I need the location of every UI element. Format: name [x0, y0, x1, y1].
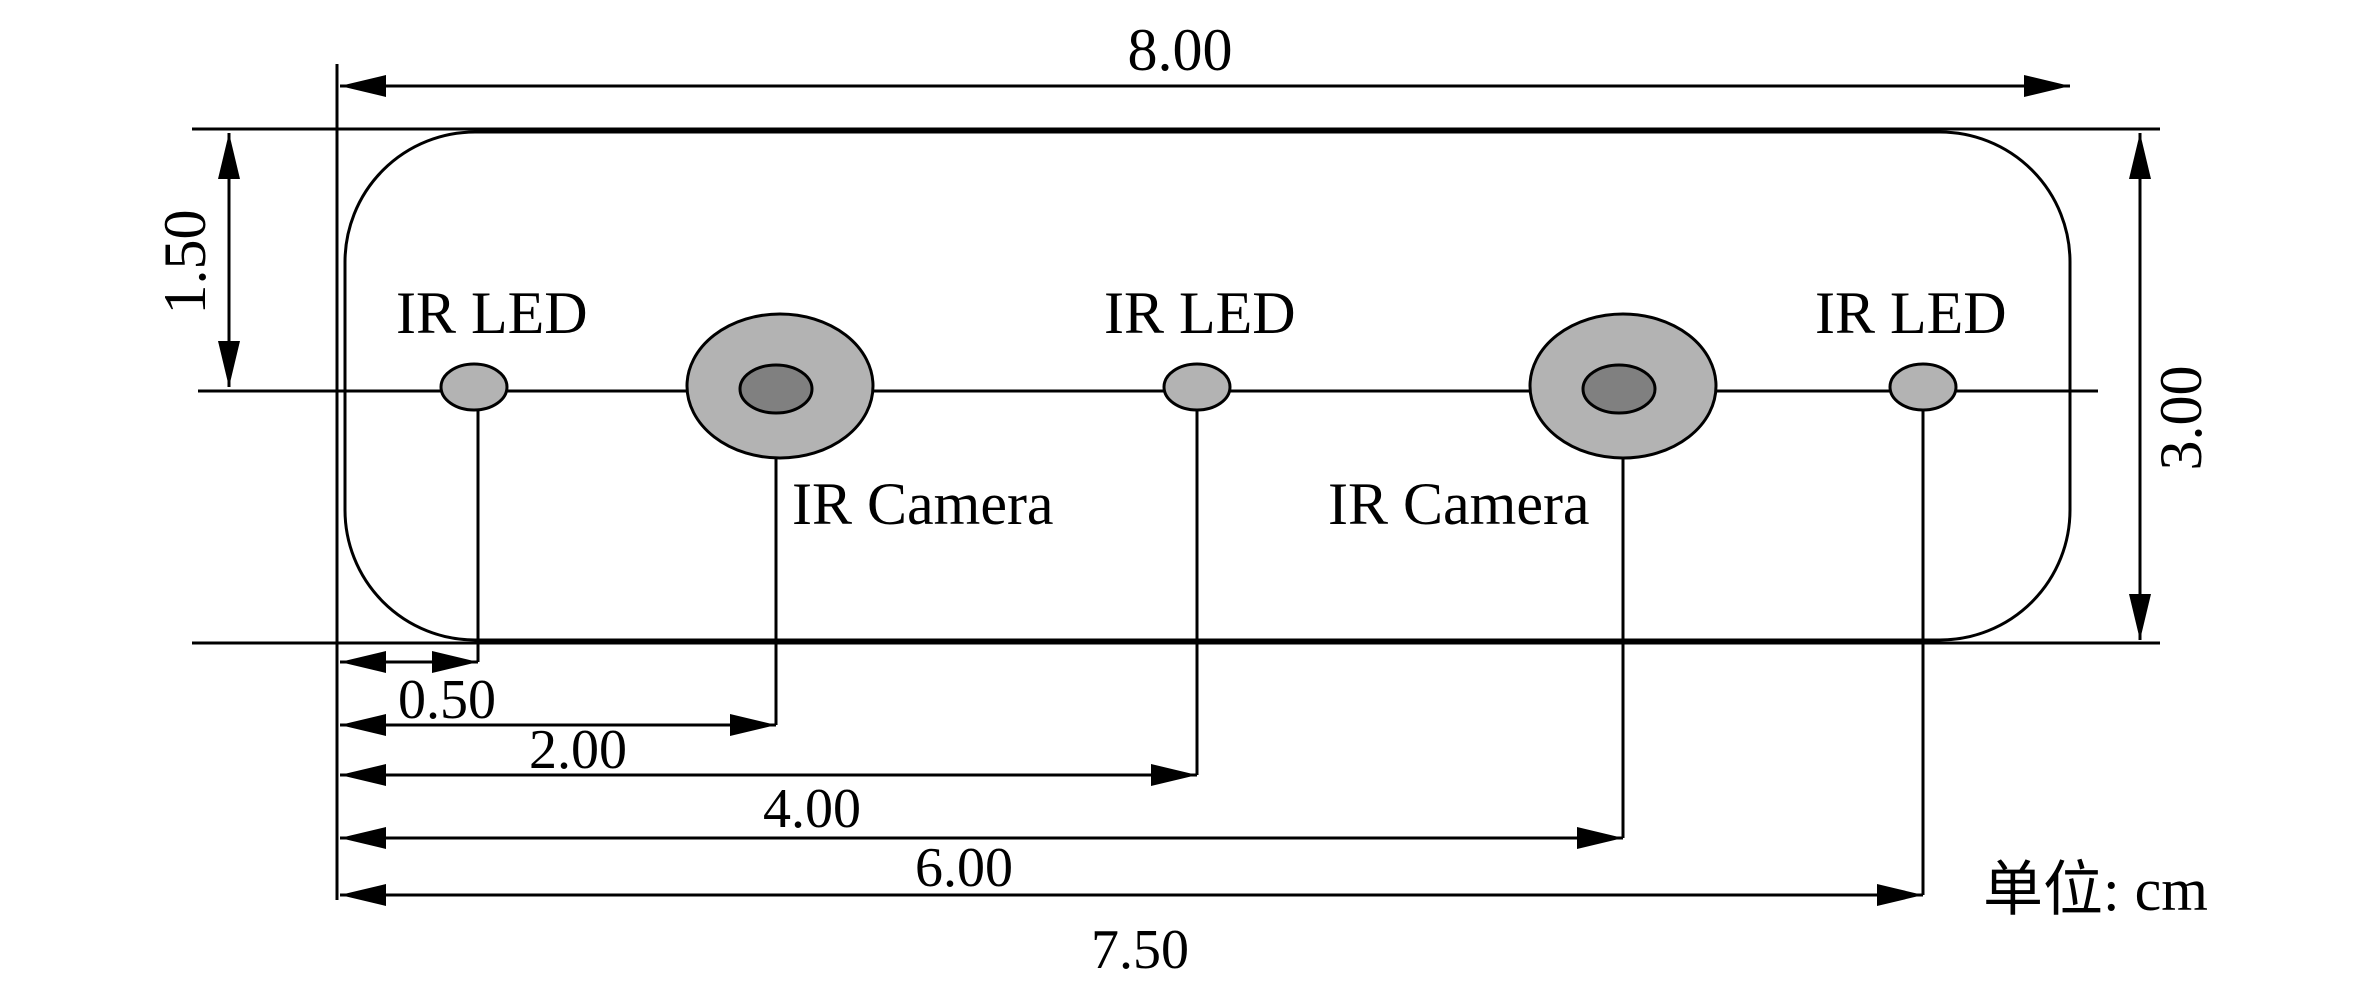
led1-offset-label: 0.50 [398, 669, 496, 731]
half-height-dimension-label: 1.50 [152, 210, 218, 315]
led2-offset-label: 4.00 [763, 778, 861, 840]
camera2-label: IR Camera [1328, 471, 1590, 537]
led3-label: IR LED [1815, 280, 2007, 346]
width-dimension-label: 8.00 [1128, 17, 1233, 83]
height-dimension-label: 3.00 [2148, 366, 2214, 471]
led3-offset-label: 7.50 [1091, 919, 1189, 981]
camera2-lens [1581, 363, 1657, 415]
led1-ellipse [439, 362, 509, 412]
camera1-label: IR Camera [792, 471, 1054, 537]
led2-ellipse [1162, 362, 1232, 412]
camera1-offset-label: 2.00 [529, 719, 627, 781]
unit-label: 单位: cm [1983, 857, 2208, 923]
camera1-lens [738, 363, 814, 415]
led3-ellipse [1888, 362, 1958, 412]
camera2 [1528, 312, 1718, 460]
device-outline [343, 130, 2072, 642]
camera1 [685, 312, 875, 460]
camera2-offset-label: 6.00 [915, 837, 1013, 899]
led1-label: IR LED [396, 280, 588, 346]
led2-label: IR LED [1104, 280, 1296, 346]
